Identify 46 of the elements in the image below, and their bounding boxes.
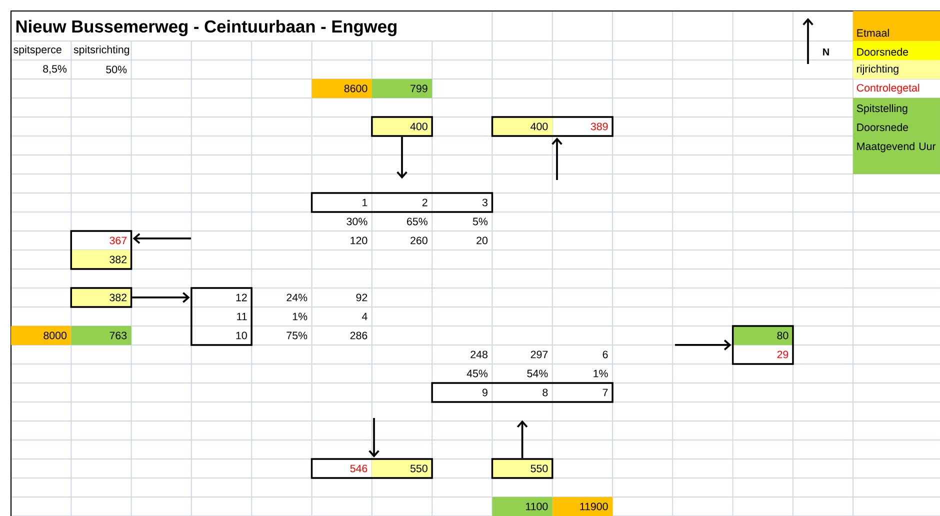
count-cells: 8000 763 <box>11 326 132 345</box>
title: Nieuw Bussemerweg - Ceintuurbaan - Engweg <box>16 20 396 36</box>
cell-value: 4 <box>362 312 368 320</box>
count-box: 12 11 10 <box>190 287 252 346</box>
cell-value: 50% <box>106 66 127 74</box>
node-label: 8600 <box>344 84 368 92</box>
column-header: spitsrichting <box>74 46 130 56</box>
cell-value: 1% <box>292 312 308 320</box>
north-label: N <box>823 48 829 56</box>
count-box: 400 <box>371 116 433 137</box>
count-box: 80 29 <box>732 325 794 365</box>
legend-entry: rijrichting <box>853 60 940 79</box>
cell-value: 24% <box>286 294 308 302</box>
legend-entry: Spitstelling Doorsnede Maatgevend Uur <box>853 98 940 174</box>
count-box: 9 8 7 <box>431 382 614 403</box>
arrow <box>516 420 528 458</box>
cell-value: 20 <box>476 236 488 244</box>
count-cells: 8600 799 <box>312 79 432 98</box>
legend-entry: Etmaal <box>853 11 940 41</box>
arrow <box>675 340 732 350</box>
cell-value: 120 <box>350 236 368 244</box>
count-box: 550 <box>491 458 554 479</box>
count-box: 546 550 <box>310 458 433 479</box>
node-label: 11900 <box>580 502 608 510</box>
cell-value: 260 <box>410 236 428 244</box>
arrow <box>132 233 191 244</box>
arrow <box>552 138 562 180</box>
legend-entry: Doorsnede <box>853 41 940 60</box>
arrow <box>132 292 190 303</box>
count-box: 367 382 <box>70 230 132 270</box>
count-box: 400 389 <box>491 116 614 137</box>
cell-value: 286 <box>350 332 368 340</box>
cell-value: 8,5% <box>43 65 67 74</box>
cell-value: 75% <box>286 332 308 340</box>
arrow <box>368 418 380 458</box>
cell-value: 6 <box>602 350 608 358</box>
arrow <box>396 136 408 179</box>
count-box: 382 <box>70 287 132 308</box>
column-header: spitsperce <box>14 46 62 56</box>
count-cells: 1100 11900 <box>492 497 612 516</box>
legend-entry: Controlegetal <box>856 84 920 94</box>
count-box: 1 2 3 <box>310 192 494 213</box>
node-label: 763 <box>110 332 127 340</box>
cell-value: 248 <box>470 350 488 358</box>
cell-value: 297 <box>530 350 548 358</box>
cell-value: 92 <box>356 294 368 302</box>
